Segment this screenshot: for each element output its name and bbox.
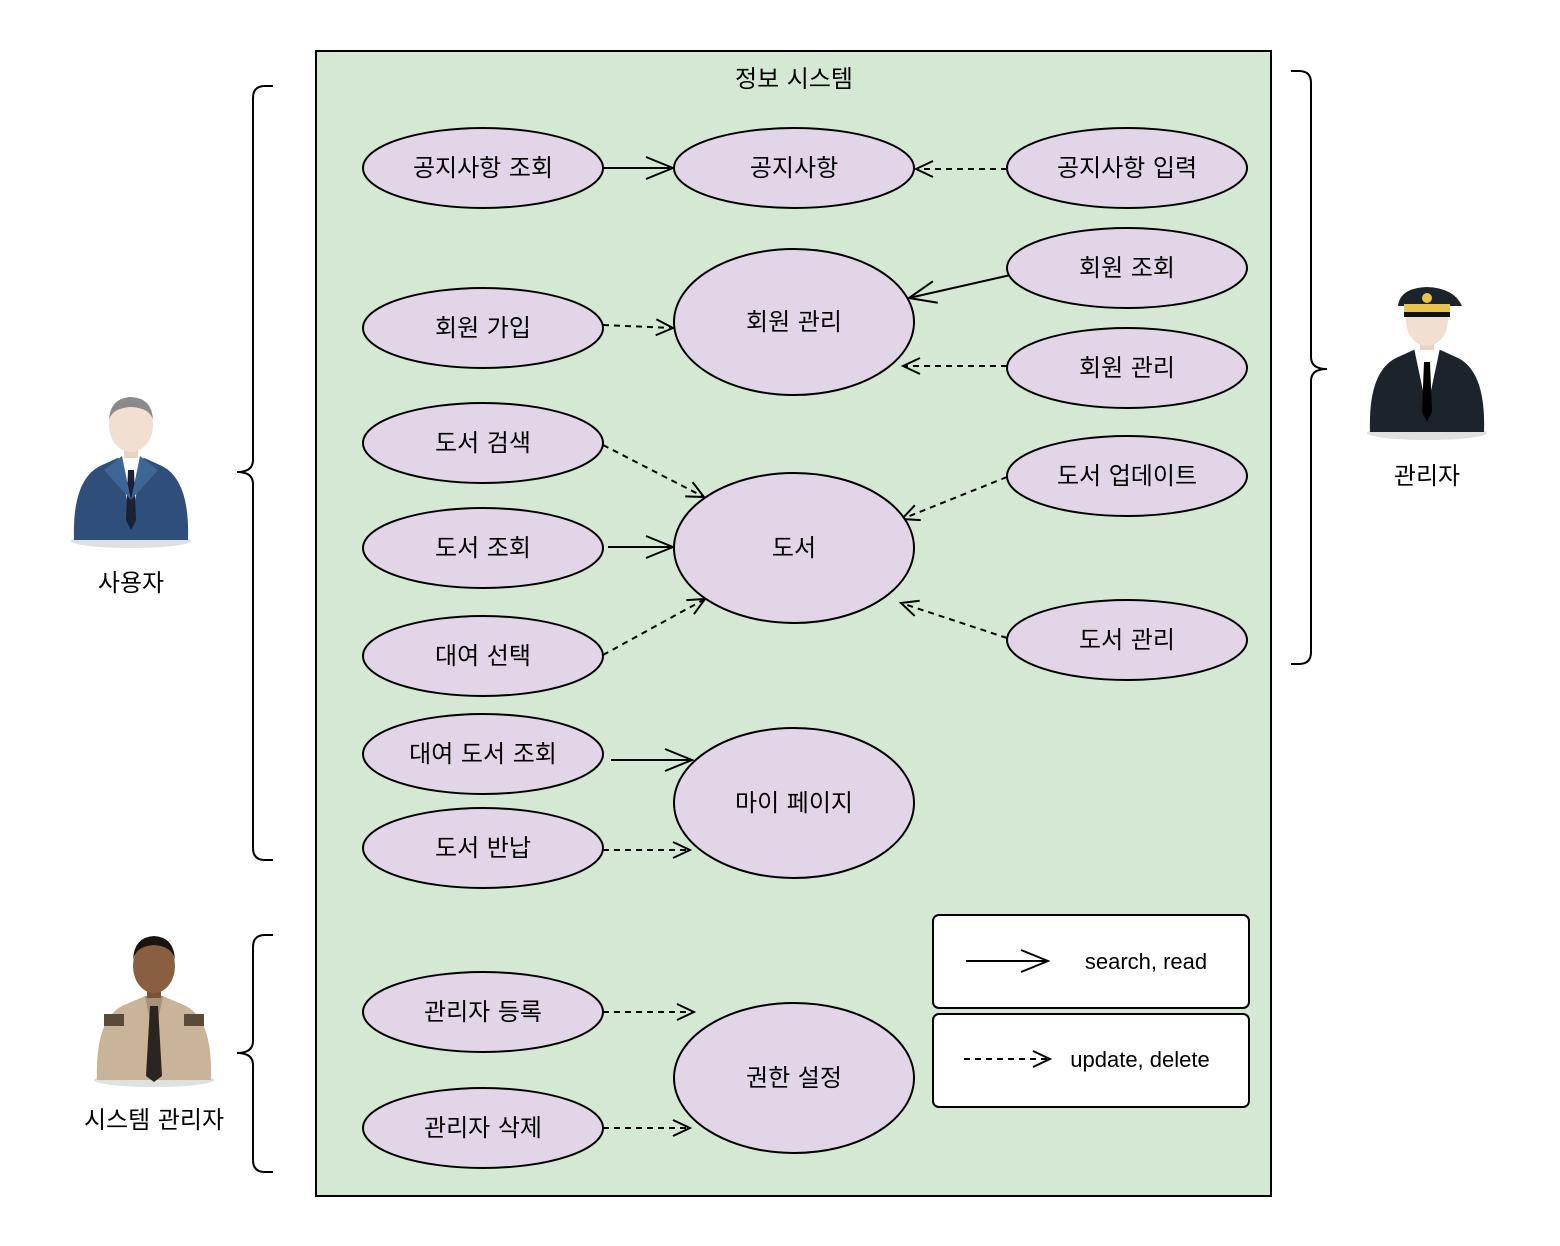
edge-book-update-to-book (902, 476, 1008, 519)
actor-sysadmin: 시스템 관리자 (84, 936, 224, 1134)
actor-admin: 관리자 (1367, 287, 1487, 490)
svg-text:search, read: search, read (1085, 949, 1207, 974)
usecase-notice: 공지사항 (673, 127, 915, 209)
usecase-member-join: 회원 가입 (362, 287, 604, 369)
legend-solid: search, read (932, 914, 1250, 1009)
svg-text:공지사항 입력: 공지사항 입력 (1057, 154, 1197, 182)
edge-book-mgmt-to-book (901, 603, 1008, 639)
svg-text:도서 반납: 도서 반납 (435, 834, 531, 862)
edge-book-search-to-book (602, 444, 704, 497)
usecase-member-management-center: 회원 관리 (673, 248, 915, 396)
svg-text:마이 페이지: 마이 페이지 (735, 789, 853, 817)
usecase-mypage: 마이 페이지 (673, 727, 915, 879)
usecase-book: 도서 (673, 472, 915, 624)
usecase-book-return: 도서 반납 (362, 807, 604, 889)
actor-user-label: 사용자 (98, 569, 164, 597)
svg-text:공지사항 조회: 공지사항 조회 (413, 154, 553, 182)
svg-text:도서 관리: 도서 관리 (1079, 626, 1175, 654)
usecase-rental-book-view: 대여 도서 조회 (362, 713, 604, 795)
svg-text:회원 관리: 회원 관리 (746, 308, 842, 336)
edge-member-join-to-mgmt (602, 325, 673, 328)
user-brace (236, 85, 273, 861)
svg-text:권한 설정: 권한 설정 (746, 1064, 842, 1092)
edge-member-view-to-mgmt (909, 273, 1016, 298)
edge-rental-select-to-book (602, 599, 705, 656)
usecase-admin-delete: 관리자 삭제 (362, 1087, 604, 1169)
sysadmin-brace (236, 934, 273, 1173)
svg-text:도서 검색: 도서 검색 (435, 429, 531, 457)
svg-text:관리자 삭제: 관리자 삭제 (424, 1114, 542, 1142)
usecase-member-management: 회원 관리 (1006, 327, 1248, 409)
svg-text:update, delete: update, delete (1070, 1047, 1209, 1072)
svg-text:도서 업데이트: 도서 업데이트 (1057, 462, 1197, 490)
svg-text:대여 선택: 대여 선택 (435, 642, 531, 670)
usecase-notice-view: 공지사항 조회 (362, 127, 604, 209)
actor-sysadmin-label: 시스템 관리자 (84, 1106, 224, 1134)
svg-text:공지사항: 공지사항 (750, 154, 838, 182)
usecase-book-search: 도서 검색 (362, 402, 604, 484)
usecase-permission-setting: 권한 설정 (673, 1002, 915, 1154)
svg-text:관리자 등록: 관리자 등록 (424, 998, 542, 1026)
svg-text:회원 관리: 회원 관리 (1079, 354, 1175, 382)
legend-dashed: update, delete (932, 1013, 1250, 1108)
usecase-book-view: 도서 조회 (362, 507, 604, 589)
usecase-admin-register: 관리자 등록 (362, 971, 604, 1053)
usecase-member-view: 회원 조회 (1006, 227, 1248, 309)
svg-text:회원 가입: 회원 가입 (435, 314, 531, 342)
usecase-rental-select: 대여 선택 (362, 615, 604, 697)
usecase-notice-input: 공지사항 입력 (1006, 127, 1248, 209)
svg-text:도서 조회: 도서 조회 (435, 534, 531, 562)
businessman-icon (71, 397, 191, 548)
admin-brace (1291, 70, 1328, 665)
officer-icon (1367, 287, 1487, 440)
usecase-book-management: 도서 관리 (1006, 599, 1248, 681)
system-title: 정보 시스템 (735, 65, 853, 93)
security-guard-icon (94, 936, 214, 1087)
svg-text:도서: 도서 (772, 534, 816, 562)
actor-admin-label: 관리자 (1394, 462, 1460, 490)
svg-text:대여 도서 조회: 대여 도서 조회 (409, 740, 557, 768)
svg-text:회원 조회: 회원 조회 (1079, 254, 1175, 282)
usecase-book-update: 도서 업데이트 (1006, 435, 1248, 517)
actor-user: 사용자 (71, 397, 191, 597)
